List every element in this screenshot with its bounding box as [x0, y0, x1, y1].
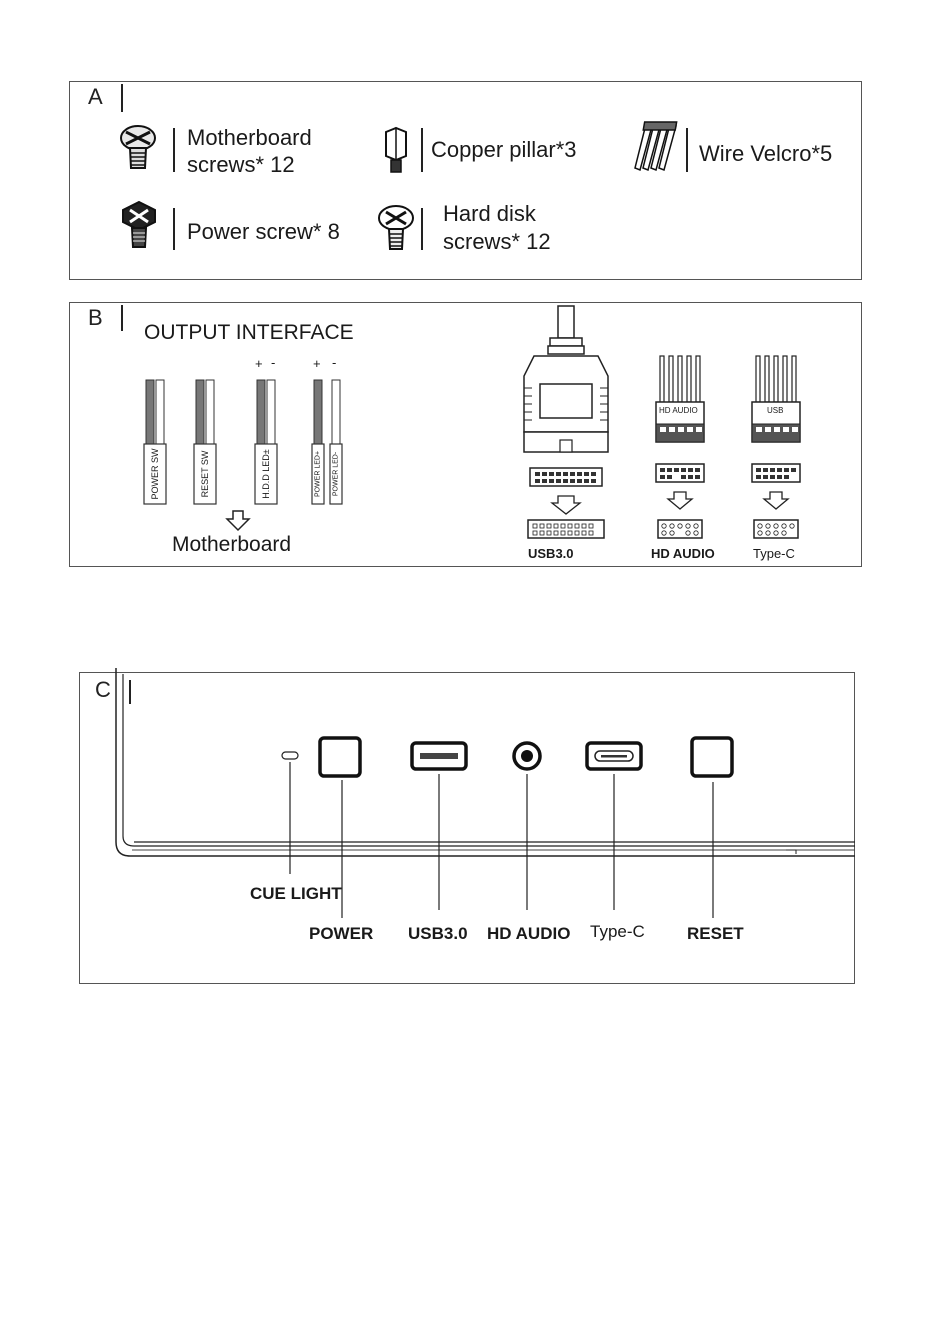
motherboard-screws-divider: [173, 128, 175, 172]
panel-a-divider: [121, 84, 123, 112]
usb3-cable-plug: [518, 304, 614, 554]
arrow-down-icon: [225, 510, 251, 532]
power-label: POWER: [309, 924, 373, 944]
output-interface-title: OUTPUT INTERFACE: [144, 321, 354, 345]
wire-velcro-icon: [632, 120, 680, 174]
power-led-minus-sign: -: [332, 355, 336, 370]
motherboard-screws-label-1: Motherboard: [187, 125, 312, 151]
hard-disk-screws-divider: [421, 208, 423, 250]
motherboard-target-label: Motherboard: [172, 533, 291, 557]
usb-cable-plug: [748, 354, 804, 544]
wire-velcro-divider: [686, 128, 688, 172]
panel-b-divider: [121, 305, 123, 331]
hdd-led-plus-sign: +: [255, 356, 263, 371]
hd-audio-cable-plug: [652, 354, 708, 544]
hard-disk-screw-icon: [376, 204, 416, 252]
power-led-plus-connector-label: POWER LED+: [315, 451, 322, 497]
reset-label: RESET: [687, 924, 744, 944]
usb3-header-label: USB3.0: [528, 546, 574, 561]
hd-audio-header-label: HD AUDIO: [651, 546, 715, 561]
panel-b-letter: B: [88, 305, 103, 331]
hd-audio-plug-label: HD AUDIO: [659, 406, 698, 415]
type-c-label: Type-C: [590, 922, 645, 942]
copper-pillar-icon: [382, 126, 410, 174]
power-led-plus-sign: +: [313, 356, 321, 371]
hard-disk-screws-label-1: Hard disk: [443, 201, 536, 227]
copper-pillar-divider: [421, 128, 423, 172]
hdd-led-minus-sign: -: [271, 355, 275, 370]
power-screw-icon: [118, 200, 160, 250]
hd-audio-label: HD AUDIO: [487, 924, 570, 944]
motherboard-screw-icon: [118, 124, 158, 172]
cue-light-label: CUE LIGHT: [250, 884, 342, 904]
hdd-led-connector-label: H.D.D LED±: [261, 449, 271, 498]
wire-velcro-label: Wire Velcro*5: [699, 141, 832, 167]
usb-plug-label: USB: [767, 406, 783, 415]
motherboard-screws-label-2: screws* 12: [187, 152, 295, 178]
panel-c-letter: C: [95, 677, 111, 703]
panel-a-letter: A: [88, 84, 103, 110]
power-screw-label: Power screw* 8: [187, 219, 340, 245]
type-c-header-label: Type-C: [753, 546, 795, 561]
power-led-minus-connector-label: POWER LED-: [333, 452, 340, 496]
power-screw-divider: [173, 208, 175, 250]
callout-leader-lines: [280, 760, 730, 920]
hard-disk-screws-label-2: screws* 12: [443, 229, 551, 255]
copper-pillar-label: Copper pillar*3: [431, 137, 577, 163]
usb3-label: USB3.0: [408, 924, 468, 944]
reset-sw-connector-label: RESET SW: [200, 451, 210, 498]
power-sw-connector-label: POWER SW: [150, 449, 160, 500]
